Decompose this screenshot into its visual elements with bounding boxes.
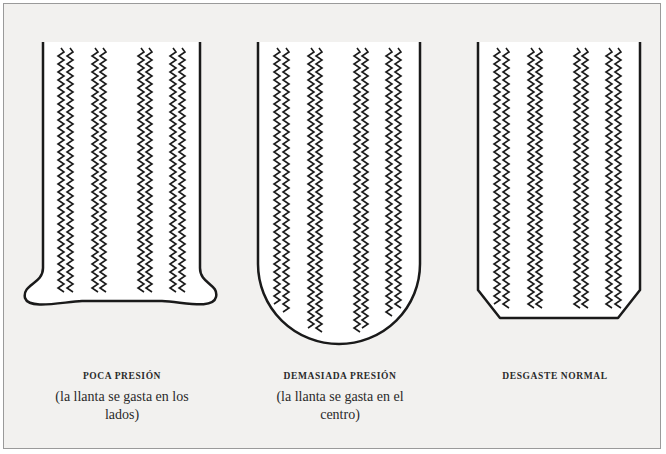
tread-line [170, 48, 176, 292]
tread-line [536, 48, 542, 308]
tread-line [274, 48, 280, 304]
tread-line [354, 48, 360, 332]
tread-line [503, 48, 509, 308]
tread-line [67, 48, 73, 292]
tire-normal [478, 42, 640, 318]
tread-line [574, 48, 580, 308]
tread-line [138, 48, 144, 292]
tire-overinflated [258, 42, 420, 344]
tread-line [308, 48, 314, 328]
caption-heading: POCA PRESIÓN [83, 371, 161, 381]
tread-line [582, 48, 588, 308]
tread-line [615, 48, 621, 308]
tread-line [494, 48, 500, 304]
tread-line [528, 48, 534, 308]
tire-underinflated [25, 42, 217, 305]
tread-line [395, 48, 401, 308]
tread-line [179, 48, 185, 292]
caption-note: (la llanta se gasta en el centro) [270, 388, 410, 424]
tread-line [283, 48, 289, 312]
tread-line [316, 48, 322, 332]
caption-heading: DEMASIADA PRESIÓN [284, 371, 397, 381]
tread-line [146, 48, 152, 292]
tread-line [362, 48, 368, 328]
tread-line [58, 48, 64, 292]
tread-line [386, 48, 392, 316]
tread-lines [58, 48, 621, 332]
tread-line [606, 48, 612, 308]
caption-heading: DESGASTE NORMAL [502, 371, 607, 381]
caption-note: (la llanta se gasta en los lados) [52, 388, 192, 424]
tread-line [100, 48, 106, 292]
tread-line [92, 48, 98, 292]
